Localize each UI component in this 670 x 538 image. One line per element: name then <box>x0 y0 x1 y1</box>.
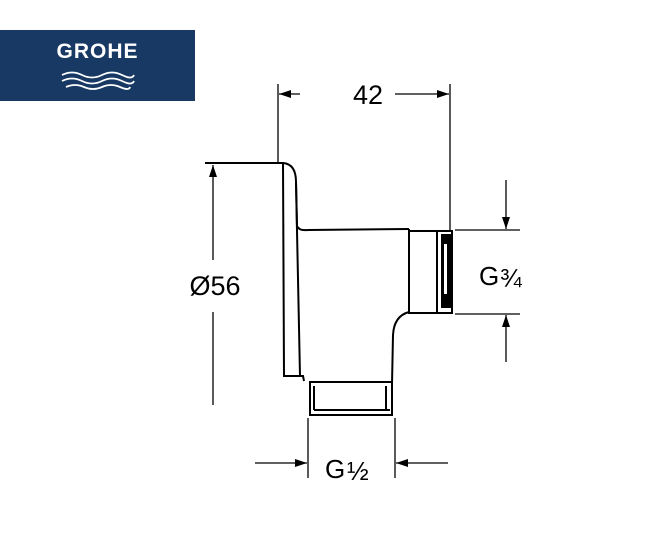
diameter-dimension-label: Ø56 <box>189 271 240 301</box>
inlet-size-label: ½ <box>347 456 369 486</box>
inlet-thread-label: G <box>325 454 345 484</box>
dimension-lines <box>209 84 520 478</box>
part-outline <box>205 162 453 416</box>
outlet-size-label: ¾ <box>500 263 522 293</box>
logo-waves-icon <box>61 71 135 90</box>
width-dimension-label: 42 <box>353 80 383 110</box>
logo-text: GROHE <box>56 40 139 63</box>
outlet-thread-label: G <box>479 261 499 291</box>
grohe-logo: GROHE <box>0 30 195 101</box>
